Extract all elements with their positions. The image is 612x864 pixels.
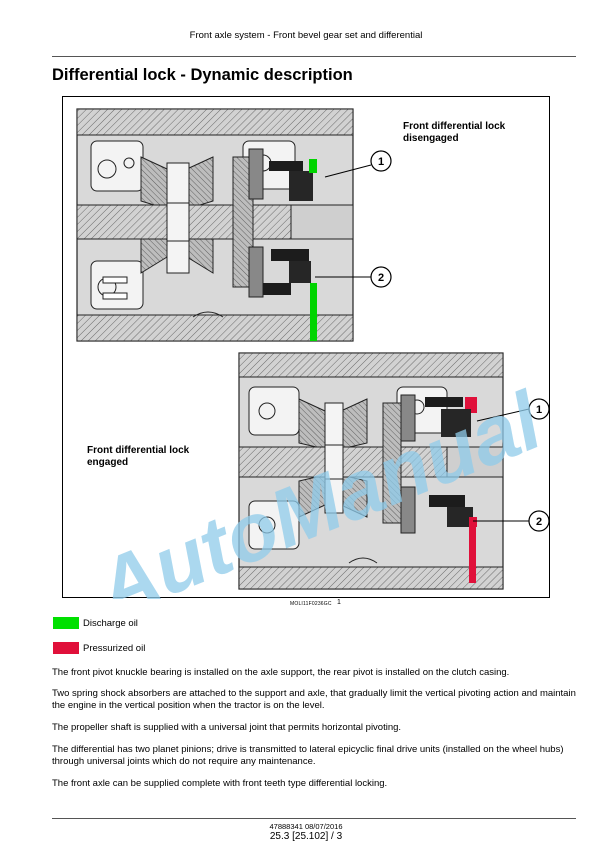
paragraph-differential-locking: The front axle can be supplied complete … xyxy=(52,778,388,789)
label-disengaged-line1: Front differential lock xyxy=(403,121,506,132)
figure-number: 1 xyxy=(337,599,341,606)
paragraph-pivot-bearing: The front pivot knuckle bearing is insta… xyxy=(52,667,510,678)
legend-swatch-pressurized xyxy=(53,642,79,654)
running-head: Front axle system - Front bevel gear set… xyxy=(189,30,423,41)
paragraph-propeller-shaft: The propeller shaft is supplied with a u… xyxy=(52,722,402,733)
label-engaged-line1: Front differential lock xyxy=(87,445,190,456)
callout-1-lower: 1 xyxy=(476,398,550,422)
label-disengaged-line2: disengaged xyxy=(403,133,459,144)
footer-rule xyxy=(52,818,576,819)
disengaged-assembly xyxy=(76,108,354,342)
paragraph-differential: The differential has two planet pinions;… xyxy=(52,744,564,767)
callout-number: 2 xyxy=(536,516,542,528)
legend-swatch-discharge xyxy=(53,617,79,629)
callout-number: 1 xyxy=(378,156,384,168)
cutaway-diagram: Front differential lock disengaged Front… xyxy=(76,108,551,599)
paragraph-shock-absorbers: Two spring shock absorbers are attached … xyxy=(52,688,576,711)
section-title: Differential lock - Dynamic description xyxy=(52,66,353,84)
figure-image-id: MOLI11F0236GC xyxy=(290,601,332,607)
legend-label-pressurized: Pressurized oil xyxy=(83,643,146,654)
callout-number: 2 xyxy=(378,272,384,284)
footer-doc-ref: 47888341 08/07/2016 xyxy=(269,822,343,831)
footer-page-number: 25.3 [25.102] / 3 xyxy=(269,831,343,842)
callout-2-upper: 2 xyxy=(315,266,392,288)
callout-2-lower: 2 xyxy=(473,510,550,532)
header-rule xyxy=(52,56,576,57)
legend-label-discharge: Discharge oil xyxy=(83,618,138,629)
callout-1-upper: 1 xyxy=(324,150,392,178)
engaged-assembly xyxy=(238,352,504,590)
callout-number: 1 xyxy=(536,404,542,416)
differential-lock-figure: Front differential lock disengaged Front… xyxy=(62,96,551,599)
label-engaged-line2: engaged xyxy=(87,457,128,468)
